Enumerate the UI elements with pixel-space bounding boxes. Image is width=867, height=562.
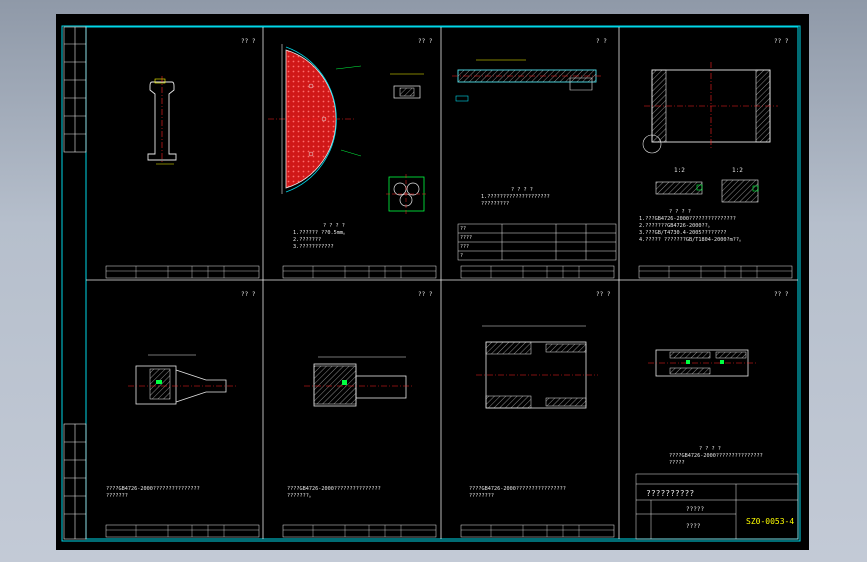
title-block-field: ???? <box>686 523 701 530</box>
sheet-3-parts-table <box>457 223 617 261</box>
outer-border <box>61 25 801 542</box>
sheet-scale-mark: ?? ? <box>241 291 256 298</box>
sheet-note-line: 2.???????GB4726-2000??。 <box>639 223 713 229</box>
sheet-title-strip <box>638 265 793 279</box>
sheet-note-line: 1.?????? ??0.5mm。 <box>293 230 348 236</box>
sheet-note-line: 1.???GB4726-2000??????????????? <box>639 216 736 222</box>
section-label-right: 1:2 <box>732 167 743 174</box>
sheet-title-strip <box>282 524 437 538</box>
sheet-1-pin-drawing <box>147 76 177 165</box>
sheet-6-tube-drawing <box>304 356 412 407</box>
sheet-note-line: ????GB4726-2000???????????????? <box>469 486 566 492</box>
sheet-note-line: 1.???????????????????? <box>481 194 550 200</box>
sheet-scale-mark: ?? ? <box>418 291 433 298</box>
sheet-scale-mark: ?? ? <box>596 291 611 298</box>
sheet-note-line: ??????? <box>106 493 128 499</box>
sheet-note-line: ? ? ? ? <box>699 446 721 452</box>
sheet-scale-mark: ?? ? <box>418 38 433 45</box>
sheet-note-line: ????????? <box>481 201 509 207</box>
section-label-left: 1:2 <box>674 167 685 174</box>
sheet-note-line: 3.???GB/T4730.4-2005???????? <box>639 230 726 236</box>
title-block-name: ????? <box>686 506 704 513</box>
parts-table-cell: ?? <box>460 226 466 232</box>
sheet-title-strip <box>460 265 615 279</box>
parts-table-cell: ? <box>460 253 463 259</box>
title-block <box>635 473 799 540</box>
sheet-scale-mark: ?? ? <box>774 291 789 298</box>
title-block-drawing-number: SZ0-0053-4 <box>746 517 794 526</box>
parts-table-cell: ??? <box>460 244 469 250</box>
sheet-scale-mark: ? ? <box>596 38 607 45</box>
title-block-main-title: ?????????? <box>646 489 694 498</box>
sheet-7-sleeve-drawing <box>476 325 598 409</box>
sheet-note-line: ???????? <box>469 493 494 499</box>
sheet-5-tube-drawing <box>128 354 238 405</box>
sheet-title-strip <box>282 265 437 279</box>
sheet-4-tube-drawing: 1:2 1:2 <box>642 62 778 203</box>
sheet-scale-mark: ?? ? <box>774 38 789 45</box>
sheet-note-line: 4.????? ???????GB/T1804-2000?m??。 <box>639 237 744 243</box>
sheet-note-line: 3.??????????? <box>293 244 334 250</box>
sheet-note-line: ????GB4726-2000??????????????? <box>287 486 381 492</box>
sheet-note-line: ????GB4726-2000??????????????? <box>106 486 200 492</box>
sheet-scale-mark: ?? ? <box>241 38 256 45</box>
inner-border <box>85 26 799 540</box>
sheet-note-line: 2.??????? <box>293 237 321 243</box>
sheet-3-plate-drawing <box>452 59 602 102</box>
cad-drawing-sheet: 1:2 1:2 <box>61 25 801 542</box>
sheet-title-strip <box>460 524 615 538</box>
cad-drawing-viewport[interactable]: 1:2 1:2 <box>56 14 809 550</box>
binding-strip-bottom <box>63 423 87 540</box>
sheet-8-tube-drawing <box>648 349 756 377</box>
sheet-2-half-disc-drawing <box>268 44 428 214</box>
sheet-title-strip <box>105 524 260 538</box>
sheet-note-line: ???????。 <box>287 493 314 499</box>
sheet-title-strip <box>105 265 260 279</box>
sheet-note-line: ????? <box>669 460 685 466</box>
sheet-note-line: ? ? ? ? <box>669 209 691 215</box>
binding-strip-top <box>63 26 87 153</box>
sheet-grid <box>86 27 798 539</box>
parts-table-cell: ???? <box>460 235 472 241</box>
sheet-note-line: ????GB4726-2000??????????????? <box>669 453 763 459</box>
sheet-note-line: ? ? ? ? <box>511 187 533 193</box>
sheet-note-line: ? ? ? ? <box>323 223 345 229</box>
